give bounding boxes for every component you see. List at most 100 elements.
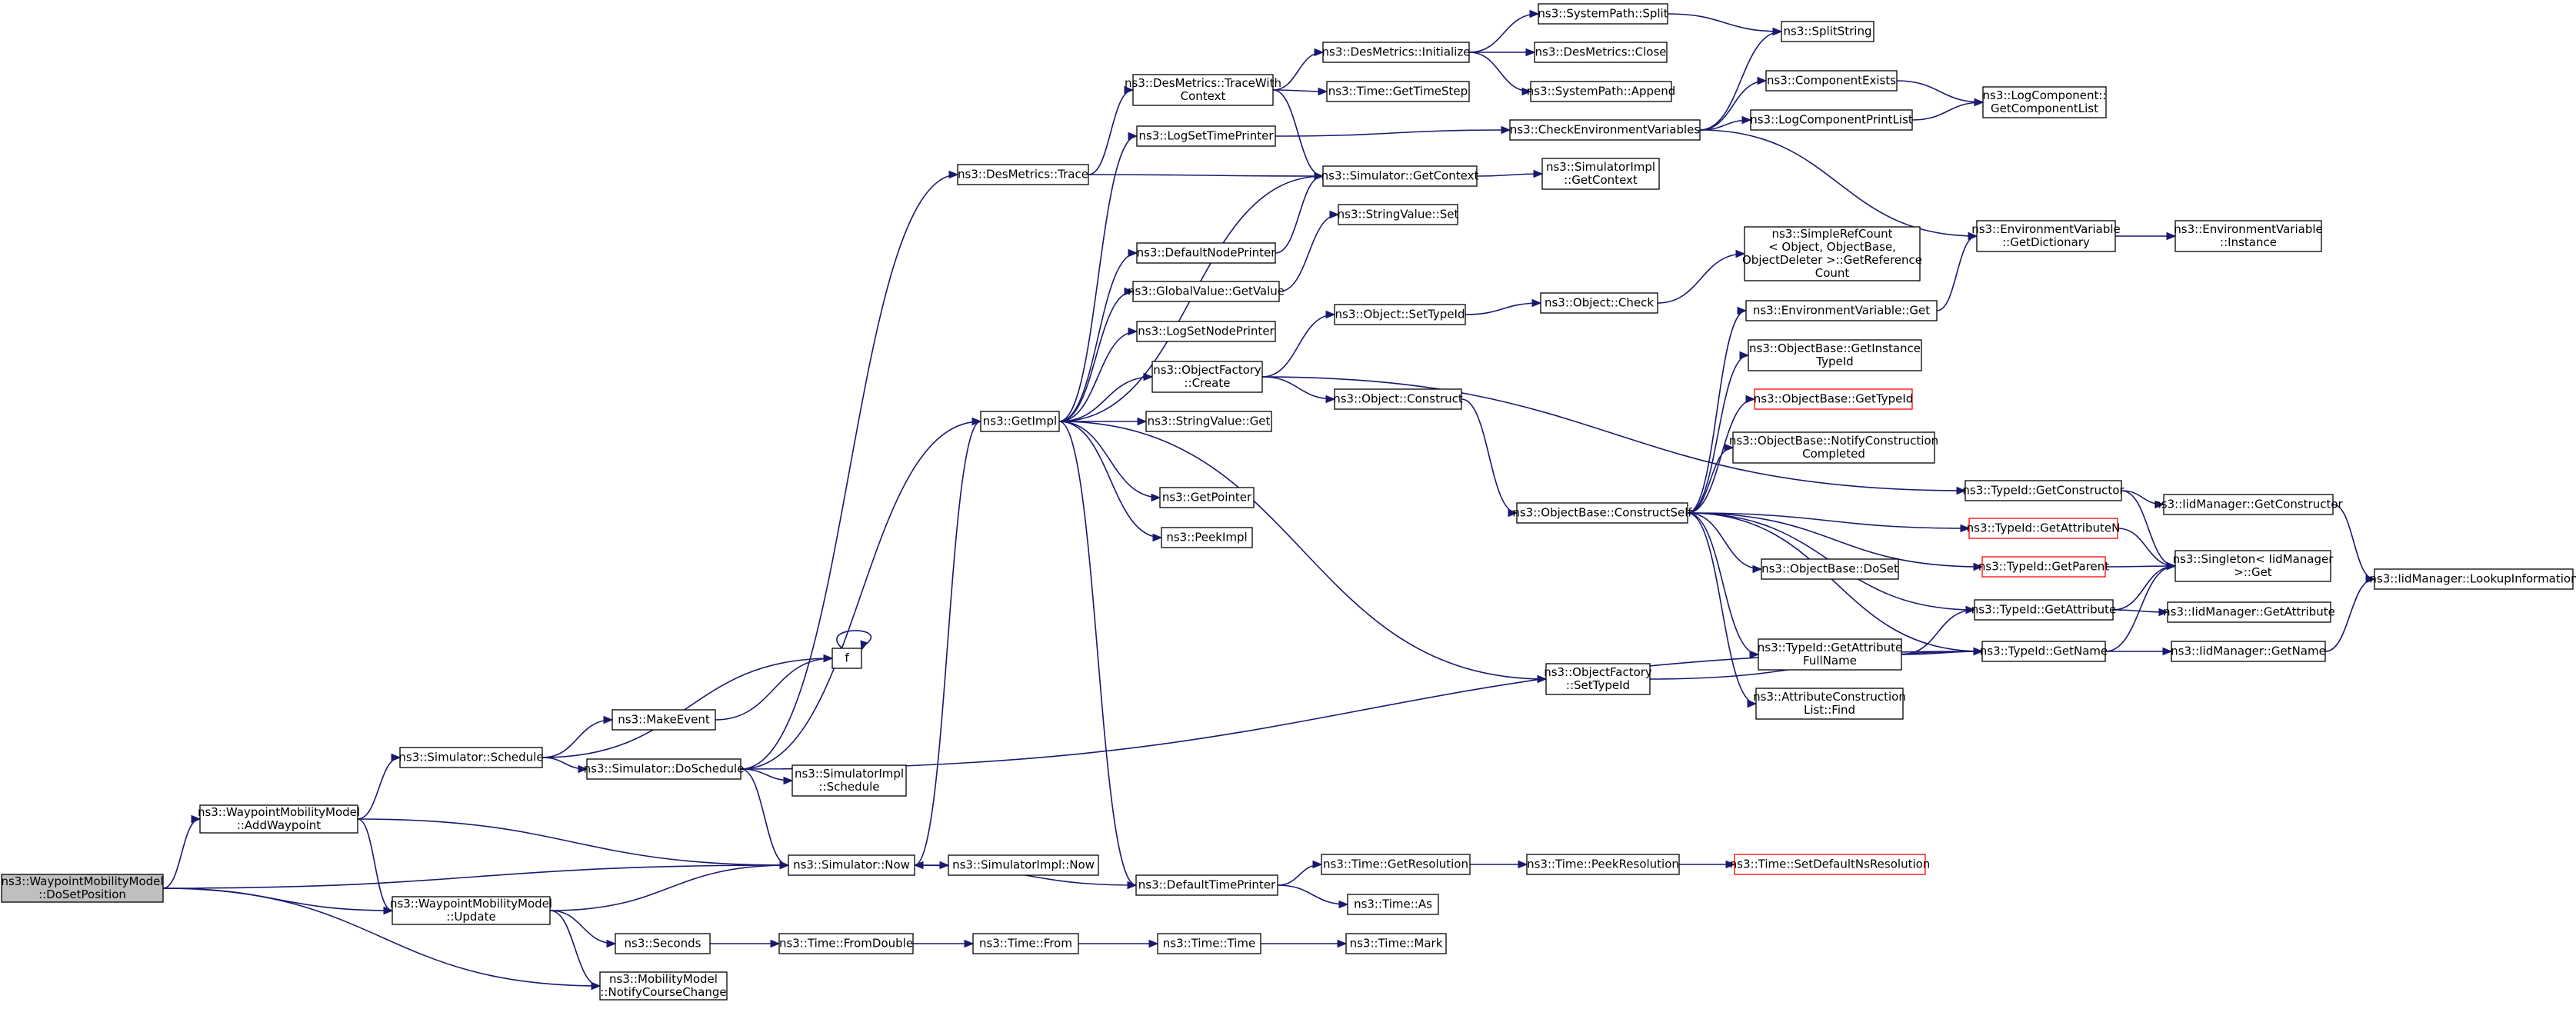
edge-arrowhead (2158, 608, 2169, 617)
node-addwp[interactable]: ns3::WaypointMobilityModel::AddWaypoint (198, 804, 360, 834)
node-tidgetname[interactable]: ns3::TypeId::GetName (1980, 641, 2108, 662)
node-singleton[interactable]: ns3::Singleton< IidManager>::Get (2173, 550, 2334, 582)
node-syssplit[interactable]: ns3::SystemPath::Split (1538, 3, 1668, 25)
node-tidgetattrn[interactable]: ns3::TypeId::GetAttributeN (1967, 518, 2121, 539)
edge-tidgetattrfull-to-tidgetattr (1901, 605, 1976, 655)
node-getptr[interactable]: ns3::GetPointer (1159, 487, 1255, 508)
node-defnode[interactable]: ns3::DefaultNodePrinter (1136, 242, 1277, 264)
node-iidgetname[interactable]: ns3::IidManager::GetName (2171, 641, 2326, 662)
edge-from-to-time (1078, 939, 1159, 948)
node-f[interactable]: f (831, 648, 862, 669)
node-tidgetparent[interactable]: ns3::TypeId::GetParent (1978, 556, 2109, 578)
node-setdefres[interactable]: ns3::Time::SetDefaultNsResolution (1730, 854, 1931, 875)
node-obconstructself[interactable]: ns3::ObjectBase::ConstructSelf (1512, 502, 1692, 524)
edge-arrowhead (1747, 699, 1758, 708)
node-simplerefcount[interactable]: ns3::SimpleRefCount< Object, ObjectBase,… (1742, 226, 1922, 281)
node-iidgetattr[interactable]: ns3::IidManager::GetAttribute (2163, 601, 2335, 623)
node-logtime[interactable]: ns3::LogSetTimePrinter (1136, 125, 1276, 147)
node-label: List::Find (1804, 703, 1855, 717)
node-box (1758, 638, 1902, 671)
node-tidgetctor[interactable]: ns3::TypeId::GetConstructor (1962, 480, 2124, 501)
node-doset[interactable]: ns3::WaypointMobilityModel::DoSetPositio… (1, 874, 164, 903)
edge-line (1901, 609, 1975, 655)
edge-line (914, 421, 981, 866)
node-destrace[interactable]: ns3::DesMetrics::Trace (957, 164, 1089, 185)
node-envdict[interactable]: ns3::EnvironmentVariable::GetDictionary (1971, 220, 2121, 252)
node-splitstring[interactable]: ns3::SplitString (1781, 21, 1875, 42)
node-peekres[interactable]: ns3::Time::PeekResolution (1526, 854, 1680, 875)
node-timeas[interactable]: ns3::Time::As (1347, 894, 1439, 915)
node-deftime[interactable]: ns3::DefaultTimePrinter (1135, 874, 1278, 896)
node-gvget[interactable]: ns3::GlobalValue::GetValue (1128, 281, 1285, 302)
node-obnotify[interactable]: ns3::ObjectBase::NotifyConstructionCompl… (1729, 431, 1938, 464)
edge-line (1687, 512, 1762, 570)
node-label: ns3::WaypointMobilityModel (198, 805, 360, 819)
node-label: ns3::WaypointMobilityModel (390, 897, 552, 911)
node-mark[interactable]: ns3::Time::Mark (1345, 933, 1447, 954)
node-obdoset[interactable]: ns3::ObjectBase::DoSet (1761, 558, 1899, 580)
edge-tidgetctor-to-iidgetctor (2121, 490, 2165, 509)
node-ofcreate[interactable]: ns3::ObjectFactory::Create (1151, 361, 1263, 393)
node-checkenv[interactable]: ns3::CheckEnvironmentVariables (1509, 119, 1701, 141)
edge-arrowhead (1974, 98, 1984, 107)
node-svset[interactable]: ns3::StringValue::Set (1338, 204, 1459, 225)
edge-arrowhead (1973, 562, 1984, 571)
node-label: ObjectDeleter >::GetReference (1742, 253, 1922, 267)
node-compexists[interactable]: ns3::ComponentExists (1765, 70, 1898, 92)
node-gettimestep[interactable]: ns3::Time::GetTimeStep (1326, 81, 1470, 102)
node-seconds[interactable]: ns3::Seconds (615, 933, 711, 954)
node-lognode[interactable]: ns3::LogSetNodePrinter (1136, 321, 1276, 342)
node-objcheck[interactable]: ns3::Object::Check (1540, 292, 1658, 314)
node-envget[interactable]: ns3::EnvironmentVariable::Get (1745, 300, 1938, 321)
node-doschedule[interactable]: ns3::Simulator::DoSchedule (584, 758, 745, 780)
node-from[interactable]: ns3::Time::From (972, 933, 1079, 954)
edge-arrowhead (1531, 298, 1542, 308)
node-time[interactable]: ns3::Time::Time (1157, 933, 1261, 954)
node-iidlookup[interactable]: ns3::IidManager::LookupInformation (2369, 568, 2576, 590)
node-gettimeres[interactable]: ns3::Time::GetResolution (1321, 854, 1471, 875)
edge-line (357, 757, 401, 820)
edge-arrowhead (1137, 417, 1148, 426)
edge-tidgetname-to-singleton (2104, 561, 2177, 652)
node-sysappend[interactable]: ns3::SystemPath::Append (1527, 81, 1676, 102)
edge-line (1687, 512, 1759, 655)
node-desinit[interactable]: ns3::DesMetrics::Initialize (1322, 42, 1471, 63)
node-obgettid[interactable]: ns3::ObjectBase::GetTypeId (1754, 388, 1914, 410)
edge-update-to-notify (549, 910, 602, 991)
node-now[interactable]: ns3::Simulator::Now (788, 854, 915, 876)
node-envinst[interactable]: ns3::EnvironmentVariable::Instance (2174, 220, 2323, 252)
node-objconstruct[interactable]: ns3::Object::Construct (1333, 388, 1463, 410)
node-simimplctx[interactable]: ns3::SimulatorImpl::GetContext (1541, 158, 1660, 190)
node-desclose[interactable]: ns3::DesMetrics::Close (1534, 42, 1668, 63)
edge-time-to-mark (1260, 939, 1348, 948)
node-iidgetctor[interactable]: ns3::IidManager::GetConstructor (2154, 494, 2344, 515)
node-simimplnow[interactable]: ns3::SimulatorImpl::Now (948, 854, 1099, 876)
node-update[interactable]: ns3::WaypointMobilityModel::Update (390, 896, 552, 925)
edge-doschedule-to-getimpl (740, 417, 982, 770)
edge-arrowhead (1501, 125, 1511, 135)
node-box (1321, 854, 1471, 875)
node-objsettid[interactable]: ns3::Object::SetTypeId (1334, 304, 1466, 325)
node-simimplsched[interactable]: ns3::SimulatorImpl::Schedule (791, 764, 907, 797)
node-getimpl[interactable]: ns3::GetImpl (980, 411, 1060, 432)
edge-arrowhead (1124, 287, 1135, 296)
node-schedule[interactable]: ns3::Simulator::Schedule (398, 747, 544, 768)
edge-destracectx-to-gettimestep (1272, 87, 1328, 96)
node-makeevent[interactable]: ns3::MakeEvent (612, 709, 716, 731)
node-fromdouble[interactable]: ns3::Time::FromDouble (778, 933, 914, 954)
node-ofsettid[interactable]: ns3::ObjectFactory::SetTypeId (1544, 663, 1652, 695)
node-logcompget[interactable]: ns3::LogComponent::GetComponentList (1982, 86, 2107, 118)
node-label: ns3::EnvironmentVariable (1971, 222, 2120, 236)
node-peekimpl[interactable]: ns3::PeekImpl (1161, 527, 1253, 548)
node-simgetctx[interactable]: ns3::Simulator::GetContext (1321, 165, 1479, 187)
node-logcompprint[interactable]: ns3::LogComponentPrintList (1750, 109, 1913, 131)
node-tidgetattr[interactable]: ns3::TypeId::GetAttribute (1971, 599, 2116, 621)
node-svget[interactable]: ns3::StringValue::Get (1145, 411, 1272, 432)
edge-destracectx-to-desinit (1272, 48, 1325, 91)
node-label: ns3::DefaultTimePrinter (1138, 878, 1276, 892)
node-notify[interactable]: ns3::MobilityModel::NotifyCourseChange (599, 971, 728, 1001)
